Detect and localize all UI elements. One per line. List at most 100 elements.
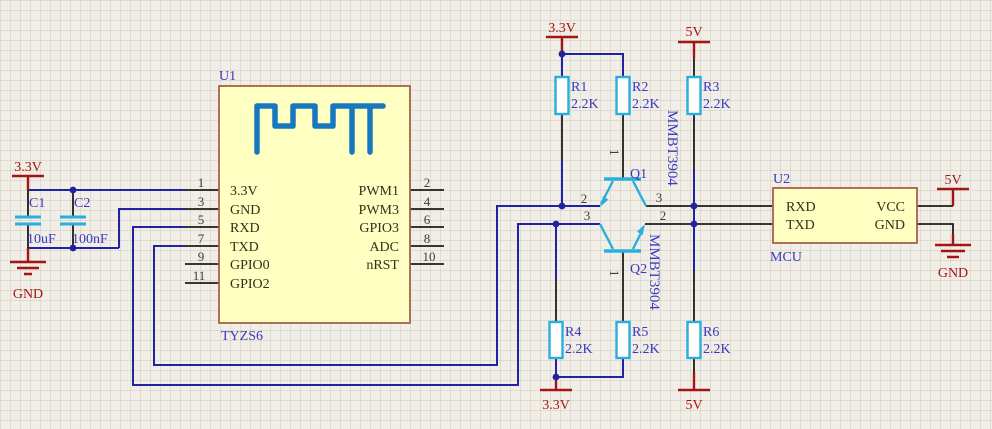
antenna-icon [254,103,386,155]
q1-pin2-number: 2 [581,191,588,206]
u2-refdes: U2 [773,172,790,187]
u1-pin-number: 1 [198,175,205,190]
u1-pin-number: 2 [424,175,431,190]
u1-part-label: TYZS6 [221,329,263,344]
q2-pin1-number: 1 [607,270,622,277]
u1-pin-name: RXD [230,221,260,236]
q1-pin1-number: 1 [607,149,622,156]
power-label: 3.3V [14,160,42,175]
u1-pin-name: PWM3 [359,203,399,218]
c1-refdes: C1 [29,196,45,211]
gnd-icon [10,248,46,276]
u2-component[interactable]: U2 MCU RXD TXD VCC GND [770,172,918,265]
u1-pin-number: 3 [198,194,205,209]
u1-pin-name: nRST [366,258,399,273]
u1-pin-number: 6 [424,212,431,227]
r1-value: 2.2K [571,97,599,112]
wire-u1-rxd-route[interactable] [132,223,556,386]
r4-refdes: R4 [565,325,581,340]
u1-refdes: U1 [219,69,236,84]
r4-value: 2.2K [565,342,593,357]
gnd-label: GND [13,287,43,302]
r3-resistor-icon [686,75,702,116]
junction-dot [558,50,566,58]
r5-component[interactable]: R5 2.2K [615,320,660,360]
u1-right-pin-stubs[interactable] [410,189,444,265]
power-5v-bottom[interactable]: 5V [678,372,710,413]
q2-pin2-number: 2 [660,208,667,223]
junction-dots [69,50,698,381]
r5-value: 2.2K [632,342,660,357]
r2-component[interactable]: R2 2.2K [615,75,660,116]
r6-resistor-icon [686,320,702,360]
u1-pin-name: GPIO2 [230,277,270,292]
q2-transistor-icon [598,223,643,250]
u1-left-pin-stubs[interactable] [185,189,219,284]
u1-pin-name: PWM1 [359,184,399,199]
power-bar-icon [12,174,44,190]
junction-dot [558,202,566,210]
u1-pin-number: 9 [198,249,205,264]
power-bar-icon [678,372,710,392]
u2-gnd-stub[interactable] [917,223,954,236]
r5-resistor-icon [615,320,631,360]
r1-refdes: R1 [571,80,587,95]
power-3v3-bottom[interactable]: 3.3V [540,377,572,413]
r3-component[interactable]: R3 2.2K [686,75,731,116]
power-label: 5V [685,398,702,413]
power-3v3-topmid[interactable]: 3.3V [546,21,578,54]
power-3v3-topleft[interactable]: 3.3V [12,160,44,190]
gnd-icon [935,234,971,259]
pin-stubs [27,58,954,372]
power-5v-topright[interactable]: 5V [937,173,969,206]
u2-part-label: MCU [770,250,802,265]
gnd-bottomright[interactable]: GND [935,234,971,281]
r4-component[interactable]: R4 2.2K [548,320,593,360]
q1-transistor-icon [599,180,648,207]
r1-resistor-icon [554,75,570,116]
r6-value: 2.2K [703,342,731,357]
junction-dot [69,244,77,252]
u1-pin-number: 5 [198,212,205,227]
wire-r4-r5-bottom[interactable] [555,358,624,378]
q2-component[interactable]: Q2 MMBT3904 1 3 2 [584,208,667,310]
r2-value: 2.2K [632,97,660,112]
u1-pin-name: GND [230,203,260,218]
u1-component[interactable]: U1 TYZS6 3.3V GND RXD TXD GPIO0 GPIO2 PW… [193,69,436,344]
u2-pin-name: TXD [786,218,815,233]
q1-component[interactable]: Q1 MMBT3904 1 2 3 [581,110,680,207]
power-5v-topmid[interactable]: 5V [678,25,710,58]
r6-component[interactable]: R6 2.2K [686,320,731,360]
power-label: 3.3V [548,21,576,36]
junction-dot [552,373,560,381]
junction-dot [690,220,698,228]
junction-dot [690,202,698,210]
r6-refdes: R6 [703,325,719,340]
c2-capacitor-icon [60,215,86,226]
r5-refdes: R5 [632,325,648,340]
power-label: 3.3V [542,398,570,413]
c2-component[interactable]: C2 100nF [60,196,108,247]
u1-pin-number: 10 [423,249,436,264]
wire-u1-gnd[interactable] [118,208,185,248]
c1-component[interactable]: C1 10uF [15,196,56,247]
u2-pin-name: VCC [876,200,905,215]
c2-value: 100nF [72,232,108,247]
wire-u1-txd-route[interactable] [153,205,562,366]
u1-pin-name: 3.3V [230,184,258,199]
gnd-label: GND [938,266,968,281]
r3-value: 2.2K [703,97,731,112]
u2-body[interactable] [772,187,918,244]
q2-refdes: Q2 [630,262,647,277]
q2-emitter-arrow-icon [637,224,645,236]
r1-component[interactable]: R1 2.2K [554,75,599,116]
gnd-bottomleft[interactable]: GND [10,248,46,302]
u1-pin-number: 11 [193,268,206,283]
wire-3v3-to-r2[interactable] [562,53,624,77]
u2-pin-name: GND [875,218,905,233]
c2-refdes: C2 [74,196,90,211]
u1-pin-name: TXD [230,240,259,255]
junction-dot [69,186,77,194]
